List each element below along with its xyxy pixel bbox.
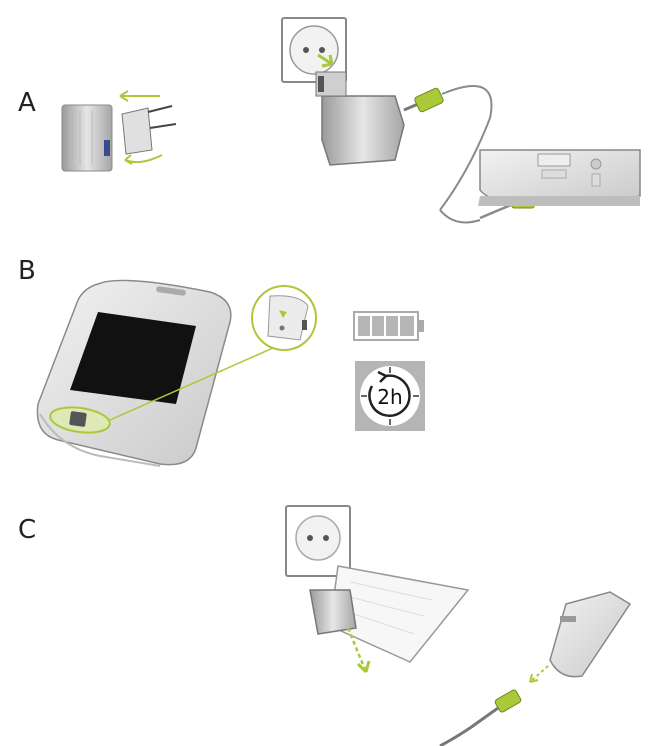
step-label-b: B	[18, 256, 36, 286]
clock-icon: 2h	[355, 361, 425, 431]
callout-line	[109, 343, 283, 421]
battery-full-icon	[353, 311, 424, 341]
wall-socket-icon	[285, 505, 351, 577]
step-b-illustration: 2h	[36, 279, 425, 467]
usb-cable-icon	[439, 665, 549, 746]
charging-base-icon	[478, 149, 641, 206]
step-c-illustration	[285, 505, 632, 746]
charging-base-icon	[549, 591, 632, 678]
step-a-illustration	[61, 17, 641, 224]
charge-indicator-zoom	[251, 285, 317, 351]
wall-socket-icon	[281, 17, 347, 83]
charge-time-label: 2h	[377, 385, 402, 409]
step-label-a: A	[18, 88, 36, 118]
charger-plug-icon	[61, 90, 177, 172]
step-label-c: C	[18, 515, 37, 545]
charger-adapter	[315, 71, 405, 166]
charger-adapter-unplug	[309, 565, 470, 674]
phone-icon	[36, 279, 232, 467]
